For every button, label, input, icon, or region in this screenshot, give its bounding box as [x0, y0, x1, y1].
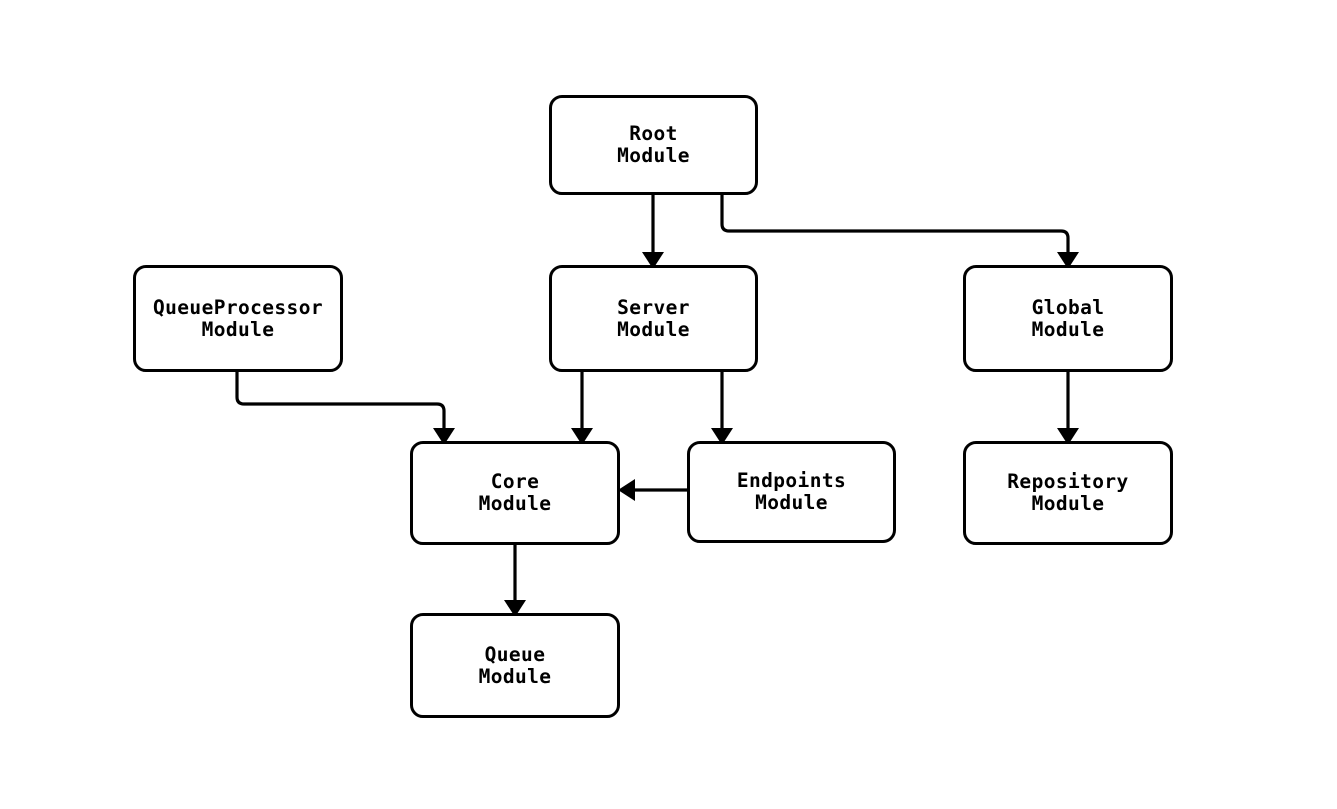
node-label-suffix: Module	[755, 491, 828, 514]
node-label-suffix: Module	[478, 664, 552, 688]
node-label-name: Repository	[1007, 470, 1129, 493]
node-label-name: QueueProcessor	[153, 295, 323, 319]
node-label-name: Server	[617, 295, 690, 319]
node-label-name: Root	[629, 122, 678, 145]
edge-queueprocessor-to-core	[235, 372, 446, 428]
node-label-name: Core	[490, 470, 540, 493]
edge-root-to-global	[720, 195, 1070, 252]
node-label-suffix: Module	[617, 317, 690, 341]
node-label-name: Queue	[484, 642, 546, 666]
node-label-suffix: Module	[1031, 317, 1105, 341]
edge-paths	[235, 195, 1079, 617]
node-label-name: Endpoints	[736, 469, 847, 492]
node-label-suffix: Module	[478, 492, 552, 515]
node-label-suffix: Module	[1031, 492, 1105, 515]
node-label-suffix: Module	[617, 144, 690, 167]
node-label-name: Global	[1031, 295, 1105, 319]
node-label-suffix: Module	[201, 317, 275, 341]
arrowhead-endpoints-to-core	[618, 479, 635, 501]
